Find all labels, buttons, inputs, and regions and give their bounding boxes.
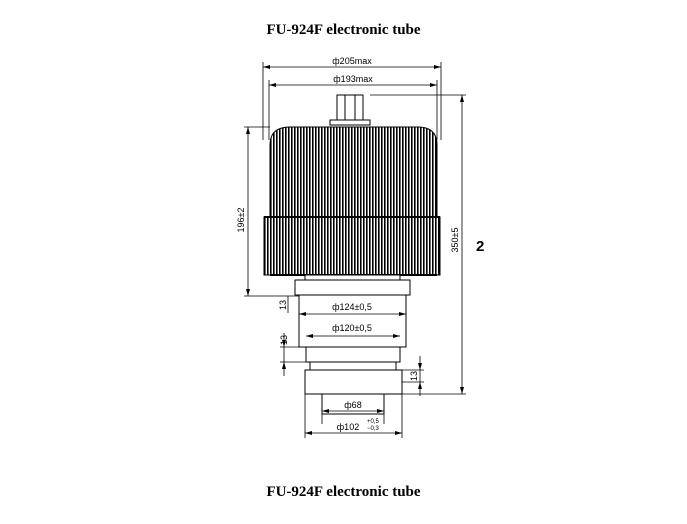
dim-seg-13-right: 13 <box>409 371 419 381</box>
lower-body <box>294 274 411 415</box>
arrowheads <box>246 65 464 435</box>
dim-base-68: ф68 <box>344 400 361 410</box>
dim-outer-diameter: ф205max <box>332 56 372 66</box>
caption: FU-924F electronic tube <box>266 484 421 500</box>
dim-base-102: ф102 <box>337 422 359 432</box>
dim-body-height: 196±2 <box>236 208 246 233</box>
page-title: FU-924F electronic tube <box>266 22 421 38</box>
top-cap <box>329 94 371 126</box>
reference-number: 2 <box>476 238 485 255</box>
dim-seg-13-lower: 13 <box>279 335 289 345</box>
dim-ring-124: ф124±0,5 <box>332 302 372 312</box>
dimension-lines <box>244 62 466 438</box>
dim-total-height: 350±5 <box>450 228 460 253</box>
dim-seg-13-upper: 13 <box>278 300 288 310</box>
dim-ring-120: ф120±0,5 <box>332 323 372 333</box>
dim-tolerance-upper: +0,5 <box>367 419 380 425</box>
dim-inner-diameter: ф193max <box>333 74 373 84</box>
dim-tolerance-lower: −0,3 <box>367 426 380 432</box>
radiator <box>263 126 441 276</box>
